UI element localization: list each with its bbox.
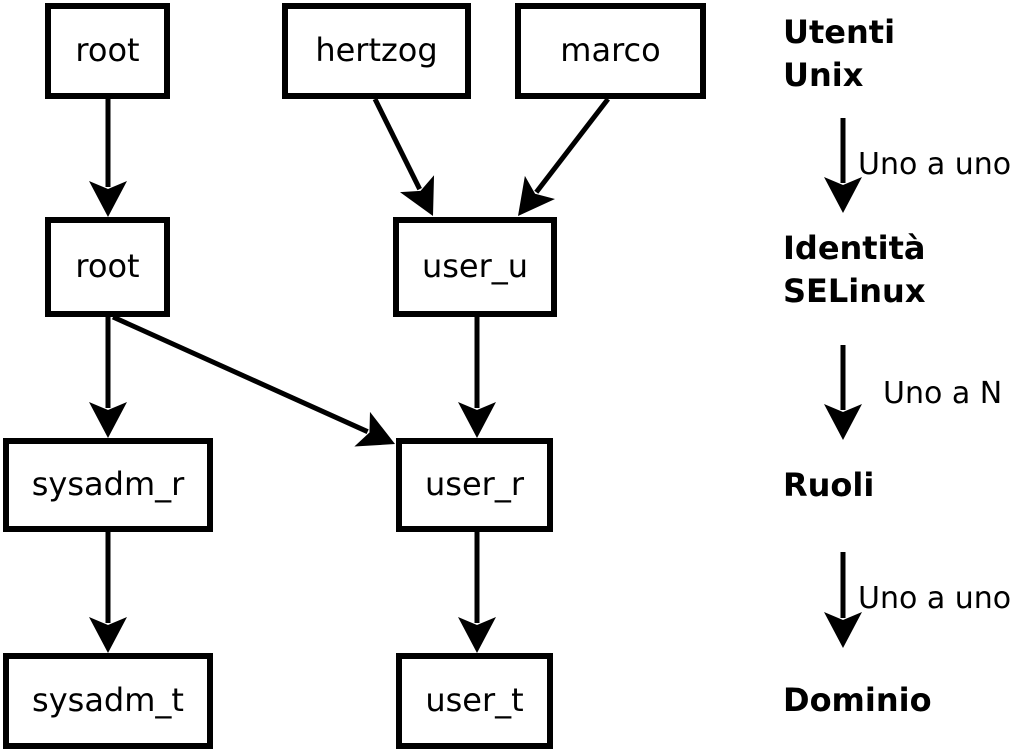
edge-marco-to-user-u-arrowhead: [518, 175, 556, 216]
node-unix-marco: marco: [515, 3, 706, 99]
legend-level-line1: Ruoli: [783, 466, 875, 504]
legend-level-line1: Dominio: [783, 681, 932, 719]
legend-level-ruoli: Ruoli: [783, 464, 874, 507]
node-selinux-root: root: [45, 217, 170, 317]
edge-legend-unix-to-identita-arrowhead: [824, 177, 862, 213]
node-label: user_t: [425, 681, 524, 720]
edge-root-to-user-r-line: [111, 314, 369, 434]
edge-user-r-to-user-t-arrowhead: [458, 617, 496, 653]
node-label: root: [75, 247, 140, 286]
node-role-sysadm-r: sysadm_r: [3, 438, 213, 532]
legend-level-line1: Identità: [783, 229, 926, 267]
edge-hertzog-to-user-u-line: [372, 97, 422, 191]
node-label: sysadm_t: [32, 681, 184, 720]
legend-level-line2: Unix: [783, 56, 864, 94]
edge-legend-ruoli-to-dominio-arrowhead: [824, 612, 862, 648]
edge-legend-identita-to-ruoli-arrowhead: [824, 404, 862, 440]
edge-root-to-user-r-arrowhead: [354, 411, 395, 447]
node-label: root: [75, 31, 140, 70]
node-unix-hertzog: hertzog: [282, 3, 471, 99]
node-label: marco: [560, 31, 661, 70]
legend-level-dominio: Dominio: [783, 679, 932, 722]
node-domain-user-t: user_t: [396, 653, 553, 749]
node-domain-sysadm-t: sysadm_t: [3, 653, 213, 749]
legend-level-line2: SELinux: [783, 272, 926, 310]
legend-level-line1: Utenti: [783, 13, 896, 51]
legend-relation-uno-a-n: Uno a N: [883, 376, 1003, 411]
legend-relation-uno-a-uno-2: Uno a uno: [858, 581, 1012, 616]
node-label: user_u: [421, 247, 529, 286]
edge-sysadm-r-to-sysadm-t-arrowhead: [89, 617, 127, 653]
node-role-user-r: user_r: [396, 438, 553, 532]
node-selinux-user-u: user_u: [393, 217, 557, 317]
node-label: user_r: [425, 465, 524, 504]
legend-relation-uno-a-uno-1: Uno a uno: [858, 147, 1012, 182]
node-label: hertzog: [315, 31, 438, 70]
edge-user-u-to-user-r-arrowhead: [458, 402, 496, 438]
edge-marco-to-user-u-line: [534, 97, 610, 194]
edge-root-to-sysadm-r-arrowhead: [89, 402, 127, 438]
node-unix-root: root: [45, 3, 170, 99]
edge-root-to-root-arrowhead: [89, 181, 127, 217]
node-label: sysadm_r: [31, 465, 185, 504]
edge-hertzog-to-user-u-arrowhead: [399, 175, 435, 216]
